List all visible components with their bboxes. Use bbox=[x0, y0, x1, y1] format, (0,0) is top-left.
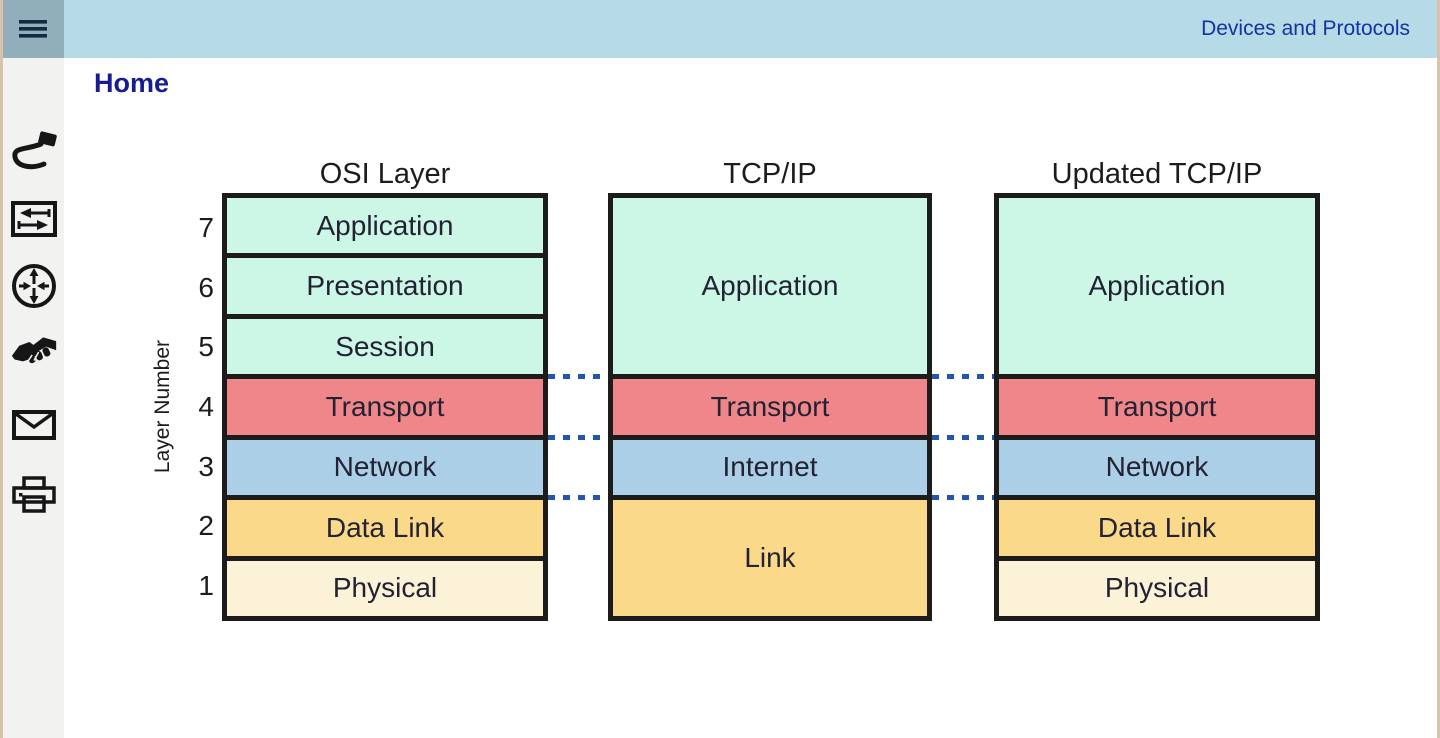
sidebar-item-router[interactable] bbox=[10, 263, 58, 309]
osi-layer-data-link: Data Link bbox=[227, 500, 543, 556]
cable-icon bbox=[12, 131, 57, 170]
tcpip-column-title: TCP/IP bbox=[723, 158, 817, 190]
sidebar-item-mail[interactable] bbox=[10, 410, 58, 440]
connector-dotted-line bbox=[932, 495, 994, 500]
connector-dotted-line bbox=[548, 435, 608, 440]
tcpip-layer-link: Link bbox=[613, 500, 927, 616]
updated-tcpip-layer-transport: Transport bbox=[999, 379, 1315, 435]
mail-icon bbox=[12, 410, 56, 440]
osi-layer-session: Session bbox=[227, 318, 543, 375]
handshake-icon bbox=[11, 337, 57, 364]
updated-tcpip-layer-physical: Physical bbox=[999, 560, 1315, 616]
osi-layer-application: Application bbox=[227, 198, 543, 254]
layer-number: 7 bbox=[198, 211, 214, 243]
osi-layer-physical: Physical bbox=[227, 560, 543, 616]
layer-number: 6 bbox=[198, 271, 214, 303]
tcpip-layer-internet: Internet bbox=[613, 439, 927, 496]
updated-tcpip-column-title: Updated TCP/IP bbox=[1051, 158, 1263, 190]
app-header: Devices and Protocols bbox=[0, 0, 1440, 58]
sidebar-item-print[interactable] bbox=[10, 476, 58, 514]
updated-tcpip-layer-network: Network bbox=[999, 439, 1315, 496]
sidebar-item-handshake[interactable] bbox=[10, 334, 58, 374]
updated-tcpip-layer-data-link: Data Link bbox=[999, 500, 1315, 556]
osi-layer-transport: Transport bbox=[227, 379, 543, 435]
hamburger-icon bbox=[19, 20, 47, 38]
layer-number: 5 bbox=[198, 331, 214, 363]
connector-dotted-line bbox=[932, 435, 994, 440]
osi-column-title: OSI Layer bbox=[319, 158, 451, 190]
osi-layer-presentation: Presentation bbox=[227, 258, 543, 314]
connector-dotted-line bbox=[932, 374, 994, 379]
updated-tcpip-layer-application: Application bbox=[999, 198, 1315, 375]
switch-icon bbox=[11, 201, 57, 237]
page-title: Devices and Protocols bbox=[1201, 17, 1410, 40]
hamburger-menu-button[interactable] bbox=[2, 0, 64, 58]
sidebar-item-switch[interactable] bbox=[10, 201, 58, 237]
home-link[interactable]: Home bbox=[94, 68, 170, 98]
osi-layer-stack: Application Presentation Session Transpo… bbox=[222, 193, 548, 621]
tcpip-layer-application: Application bbox=[613, 198, 927, 375]
tcpip-layer-transport: Transport bbox=[613, 379, 927, 435]
layer-number: 3 bbox=[198, 450, 214, 482]
tcpip-layer-stack: Application Transport Internet Link bbox=[608, 193, 932, 621]
connector-dotted-line bbox=[548, 374, 608, 379]
window-edge-left bbox=[0, 0, 3, 738]
window-edge-right bbox=[1437, 0, 1440, 738]
layer-number: 1 bbox=[198, 570, 214, 602]
printer-icon bbox=[12, 476, 56, 513]
sidebar bbox=[2, 58, 64, 738]
router-icon bbox=[12, 264, 56, 308]
sidebar-item-cable[interactable] bbox=[10, 128, 58, 172]
layer-number: 4 bbox=[198, 390, 214, 422]
updated-tcpip-layer-stack: Application Transport Network Data Link … bbox=[994, 193, 1320, 621]
layer-number: 2 bbox=[198, 510, 214, 542]
osi-layer-network: Network bbox=[227, 439, 543, 496]
connector-dotted-line bbox=[548, 495, 608, 500]
layer-numbers: 7 6 5 4 3 2 1 bbox=[170, 198, 216, 616]
